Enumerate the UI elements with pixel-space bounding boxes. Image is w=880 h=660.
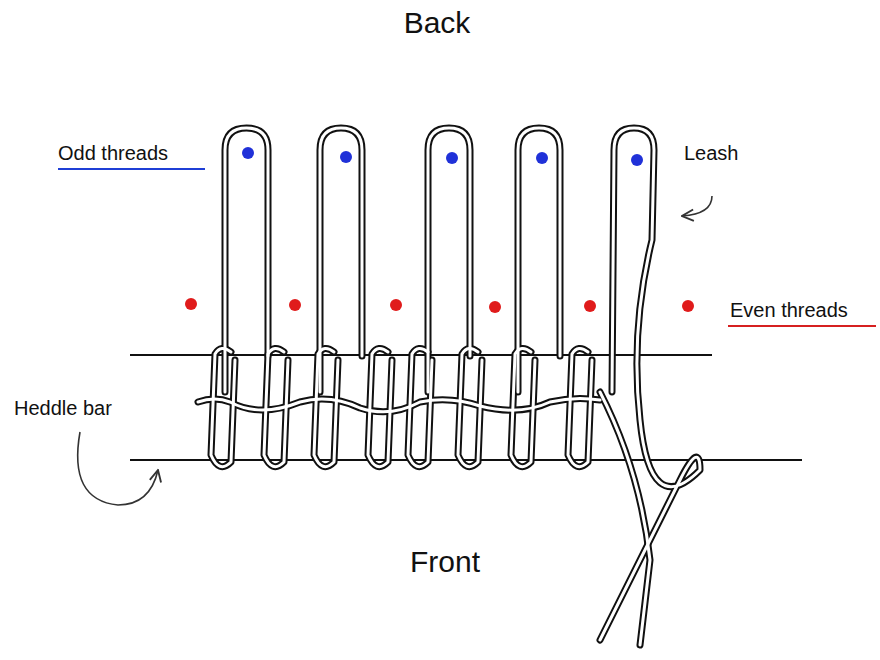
cord-fill: [211, 348, 235, 466]
cord-fill: [314, 348, 338, 466]
cord-fill: [518, 128, 560, 392]
odd-thread-dots: [242, 147, 643, 166]
part-label: Leash: [684, 142, 739, 164]
cord-outline: [518, 128, 560, 392]
side-label: Back: [404, 6, 471, 39]
even-thread-dots: [185, 298, 694, 313]
thread-label: Even threads: [730, 299, 848, 321]
cord-fill: [320, 128, 362, 392]
part-label: Heddle bar: [14, 397, 112, 419]
cord-outline: [568, 348, 592, 466]
even-underline: [728, 325, 876, 327]
cord-fill: [198, 398, 600, 411]
cord-fill: [458, 348, 482, 466]
cord-fill: [368, 348, 392, 466]
cord-fill: [600, 392, 650, 645]
cord-outline: [198, 398, 600, 411]
cord-outline: [211, 348, 235, 466]
leash-strands: [198, 128, 700, 645]
cord-outline: [314, 348, 338, 466]
cord-fill: [568, 348, 592, 466]
cord-outline: [320, 128, 362, 392]
side-label: Front: [410, 545, 480, 578]
odd-underline: [58, 168, 205, 170]
leash-leader: [682, 196, 712, 216]
thread-label: Odd threads: [58, 142, 168, 164]
heddle-bar-leader: [78, 432, 158, 505]
